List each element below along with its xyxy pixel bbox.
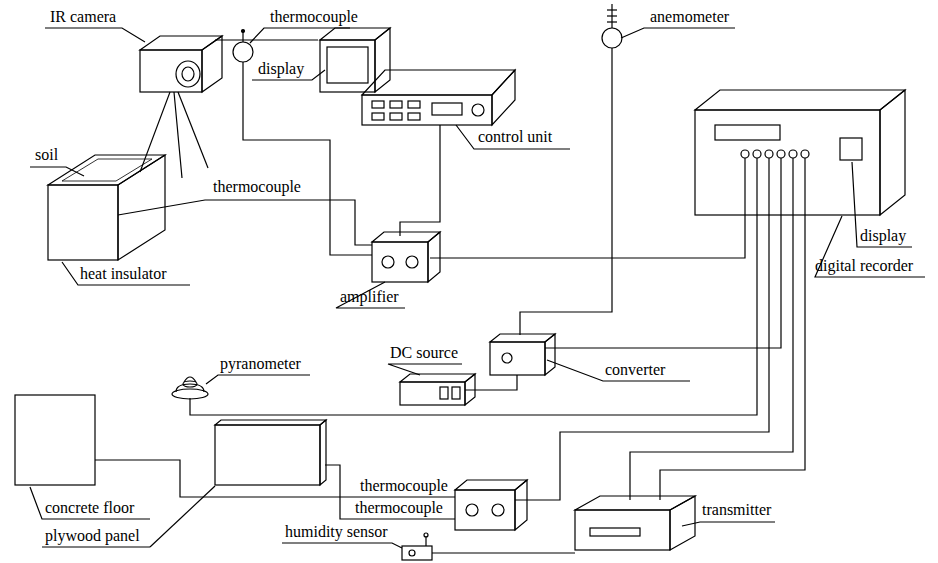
part-label: transmitter	[702, 501, 771, 519]
part-label: thermocouple	[270, 8, 358, 26]
thermocouple-sensor	[233, 30, 253, 63]
amplifier	[372, 232, 440, 282]
converter	[490, 334, 555, 375]
digital-recorder	[695, 90, 905, 215]
dc-source	[400, 374, 475, 405]
part-label: thermocouple	[360, 477, 448, 495]
ir-camera	[140, 36, 222, 178]
part-label: control unit	[478, 128, 552, 146]
part-label: soil	[35, 146, 58, 164]
part-label: digital recorder	[815, 257, 913, 275]
anemometer	[602, 4, 622, 48]
part-label: converter	[605, 361, 665, 379]
leader-lines	[30, 28, 925, 548]
transmitter	[575, 496, 695, 550]
pyranometer	[172, 377, 208, 399]
soil-box	[48, 155, 165, 260]
part-label: IR camera	[50, 8, 116, 26]
part-label: display	[860, 227, 906, 245]
display-monitor	[320, 28, 390, 92]
part-label: pyranometer	[220, 355, 301, 373]
part-label: plywood panel	[45, 527, 140, 545]
control-unit	[362, 70, 515, 125]
concrete-floor	[15, 395, 95, 485]
plywood-panel	[215, 420, 326, 485]
part-label: concrete floor	[45, 499, 134, 517]
amplifier	[455, 480, 527, 530]
part-label: anemometer	[650, 8, 729, 26]
wires	[95, 40, 805, 553]
part-label: DC source	[390, 344, 458, 362]
part-label: thermocouple	[213, 178, 301, 196]
part-label: heat insulator	[80, 265, 167, 283]
part-label: humidity sensor	[285, 523, 388, 541]
humidity-sensor	[402, 533, 432, 560]
part-label: display	[258, 60, 304, 78]
part-label: amplifier	[340, 288, 399, 306]
part-label: thermocouple	[355, 499, 443, 517]
